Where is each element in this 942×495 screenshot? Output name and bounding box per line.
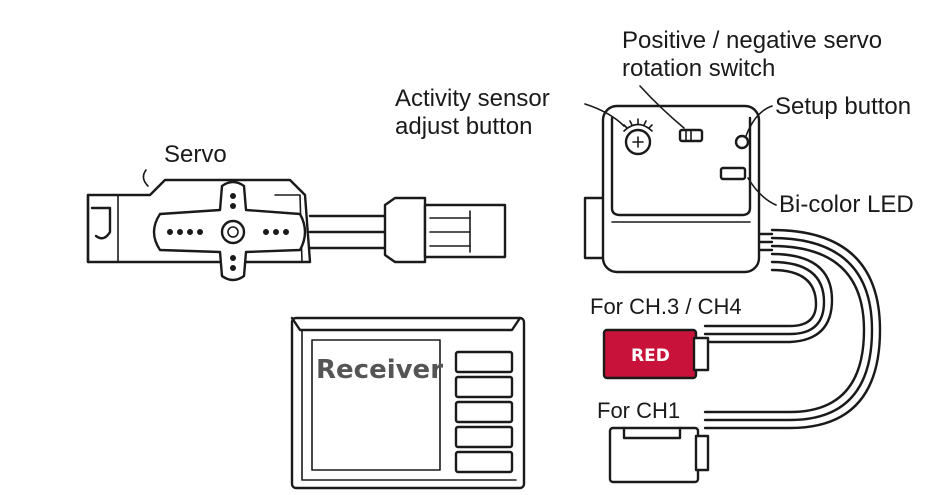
bicolor-led (719, 166, 747, 181)
activity-sensor-label-line2: adjust button (395, 113, 532, 140)
red-connector-label: RED (631, 346, 670, 366)
activity-sensor-label-line1: Activity sensor (395, 85, 550, 112)
activity-sensor-leader (584, 103, 625, 127)
ch3-ch4-label: For CH.3 / CH4 (590, 294, 742, 319)
servo-end-tab (90, 206, 112, 240)
rotation-switch-leader (639, 85, 685, 129)
control-unit (583, 104, 774, 274)
ch1-connector (608, 426, 710, 484)
bicolor-led-leader (747, 177, 777, 206)
setup-button-label: Setup button (775, 93, 911, 120)
setup-button-leader (745, 105, 773, 137)
callouts: Activity sensor adjust button Positive /… (395, 27, 914, 423)
receiver: Receiver (290, 316, 526, 490)
receiver-ports (454, 350, 514, 474)
servo-connector (383, 196, 427, 264)
red-connector: RED (602, 328, 710, 380)
receiver-label: Receiver (316, 355, 443, 385)
rotation-switch-label-line2: rotation switch (622, 55, 775, 82)
bicolor-led-label: Bi-color LED (779, 191, 914, 218)
unit-cables (703, 228, 882, 430)
servo: Servo (86, 141, 507, 282)
servo-horn-holes (167, 193, 289, 271)
rotation-switch-label-line1: Positive / negative servo (622, 27, 882, 54)
setup-button[interactable] (734, 134, 750, 150)
ch1-label: For CH1 (597, 398, 680, 423)
servo-label: Servo (164, 141, 227, 168)
servo-output-shaft (220, 219, 246, 245)
activity-sensor-knob[interactable] (623, 118, 653, 156)
